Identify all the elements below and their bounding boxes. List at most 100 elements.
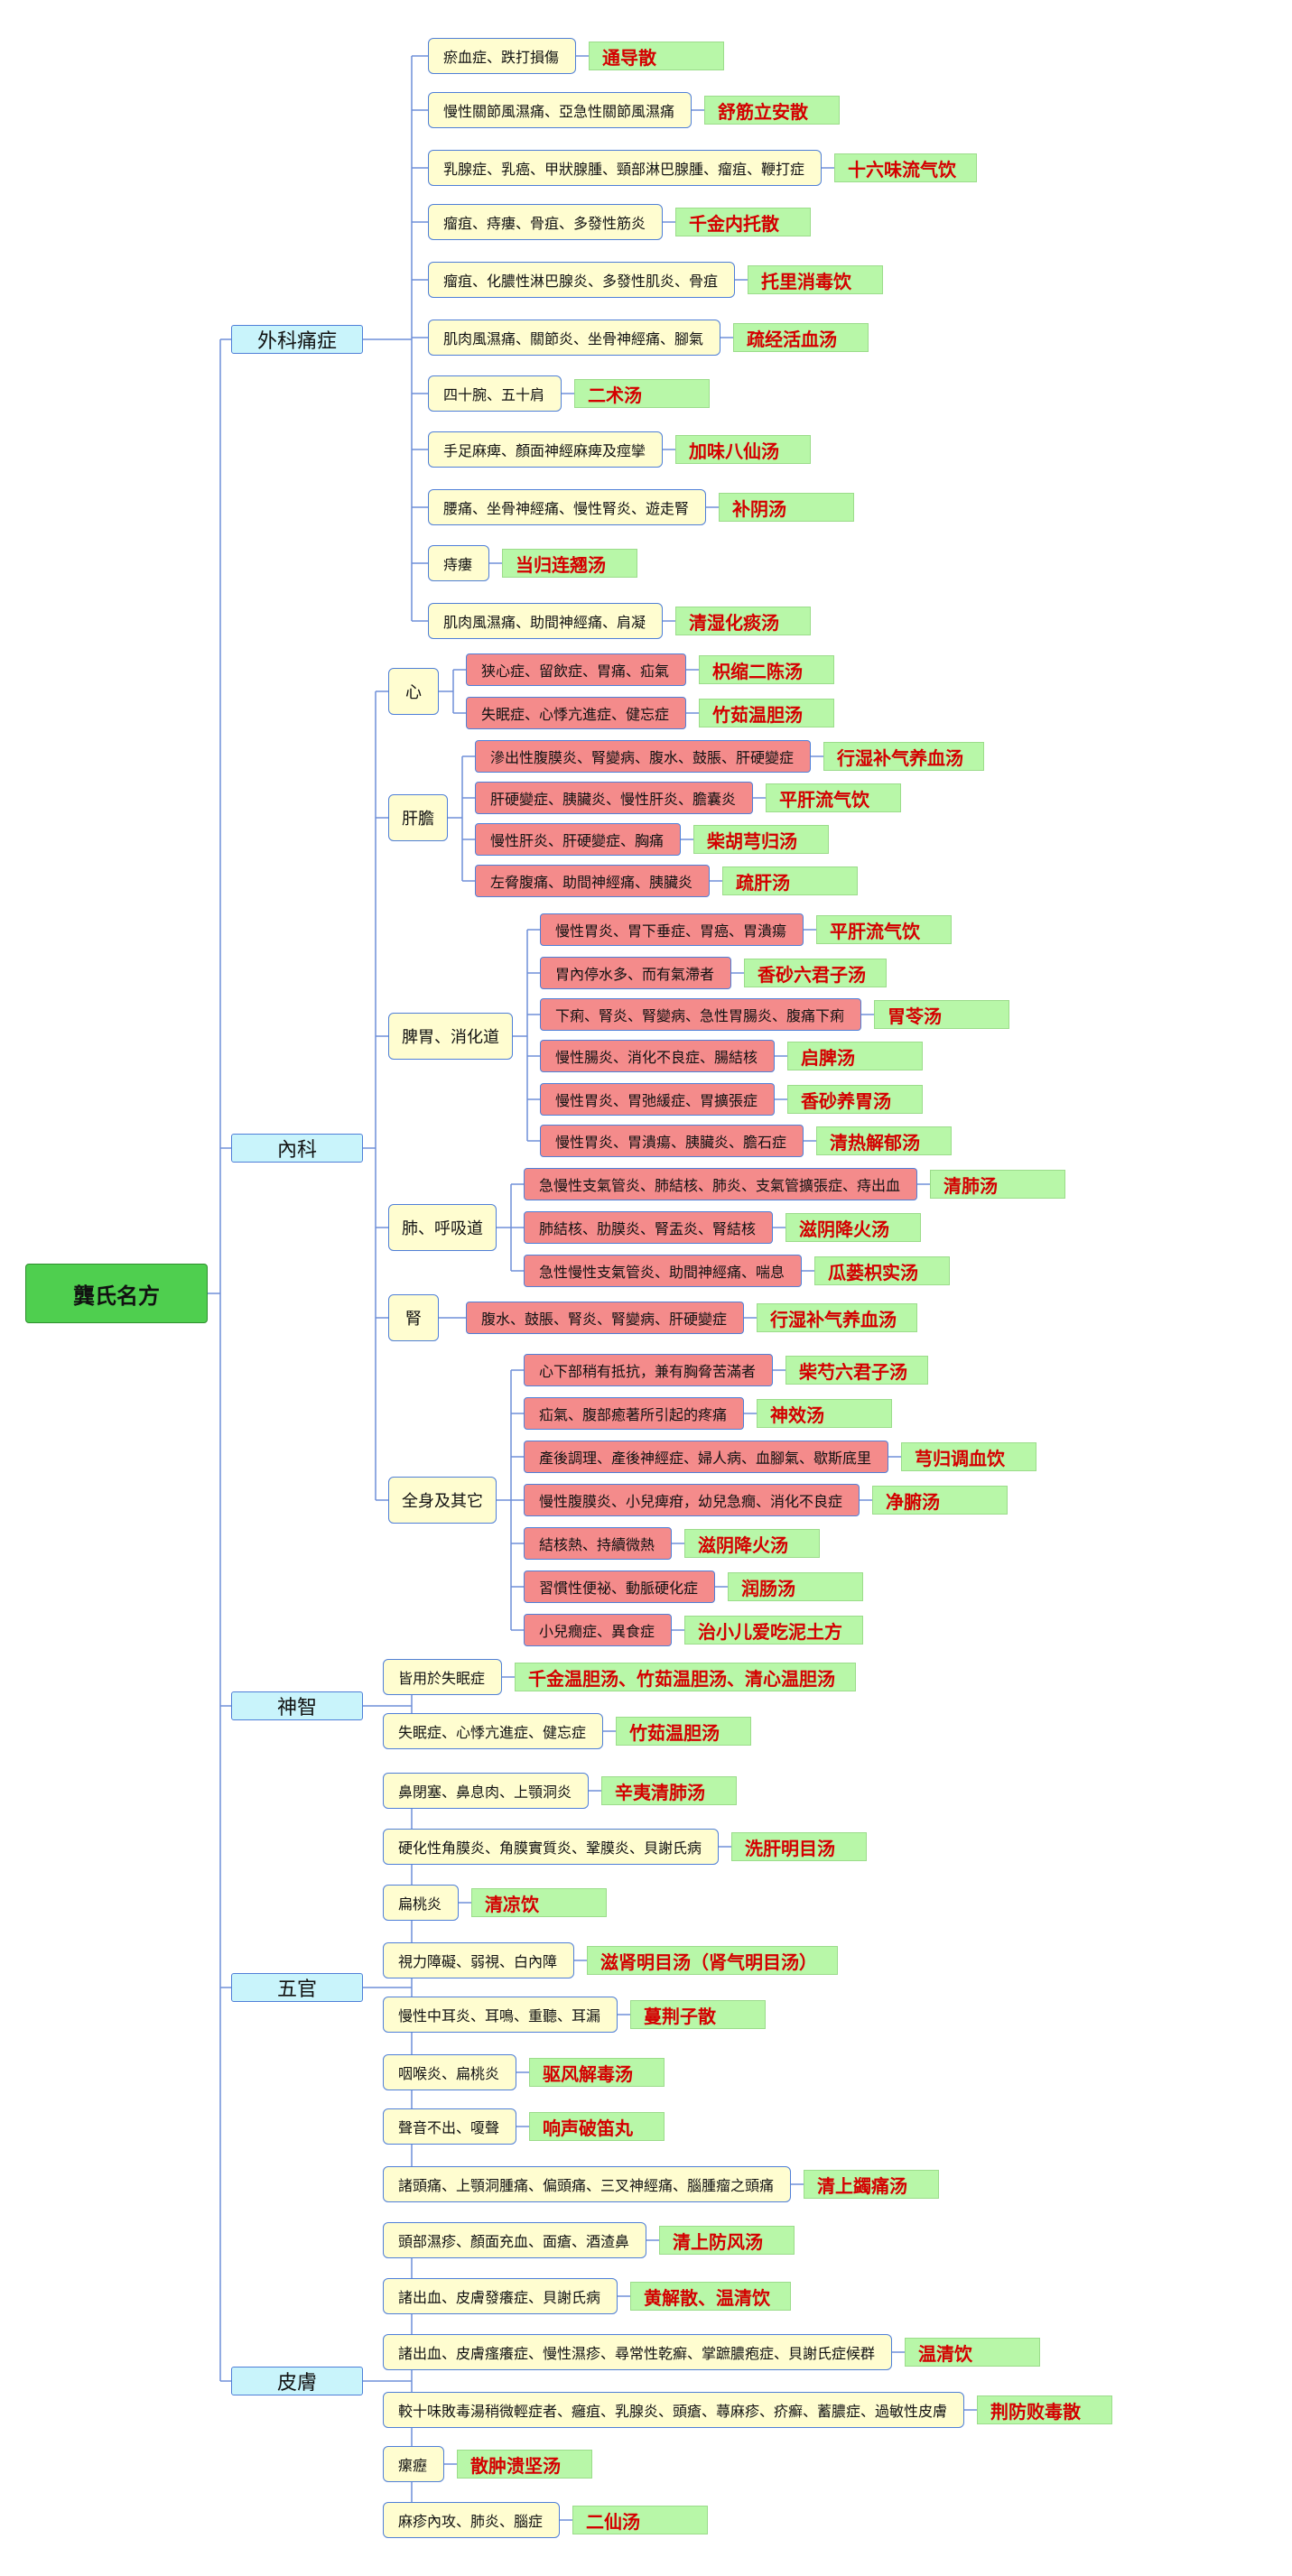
- symptom-node: 產後調理、產後神經症、婦人病、血腳氣、歇斯底里: [524, 1441, 888, 1473]
- remedy-node: 补阴汤: [719, 493, 854, 522]
- remedy-node: 滋阴降火汤: [785, 1213, 921, 1242]
- symptom-node: 心下部稍有抵抗，兼有胸脅苦滿者: [524, 1354, 773, 1386]
- symptom-node: 胃內停水多、而有氣滯者: [540, 957, 731, 989]
- remedy-node: 滋肾明目汤（肾气明目汤）: [587, 1946, 838, 1975]
- symptom-node: 狭心症、留飲症、胃痛、疝氣: [466, 653, 686, 686]
- remedy-node: 香砂养胃汤: [787, 1085, 923, 1114]
- remedy-node: 托里消毒饮: [748, 265, 883, 294]
- category-node: 皮膚: [231, 2367, 363, 2395]
- remedy-node: 竹茹温胆汤: [616, 1717, 751, 1746]
- symptom-node: 結核熱、持續微熱: [524, 1527, 672, 1560]
- symptom-node: 聲音不出、嗄聲: [383, 2108, 516, 2145]
- remedy-node: 十六味流气饮: [834, 153, 977, 182]
- subgroup-node: 脾胃、消化道: [388, 1013, 513, 1060]
- symptom-node: 腰痛、坐骨神經痛、慢性腎炎、遊走腎: [428, 489, 706, 525]
- symptom-node: 諸頭痛、上顎洞腫痛、偏頭痛、三叉神經痛、腦腫瘤之頭痛: [383, 2166, 791, 2202]
- remedy-node: 疏经活血汤: [733, 323, 869, 352]
- symptom-node: 慢性中耳炎、耳鳴、重聽、耳漏: [383, 1997, 618, 2033]
- symptom-node: 慢性肝炎、肝硬變症、胸痛: [475, 823, 681, 856]
- symptom-node: 視力障礙、弱視、白內障: [383, 1942, 574, 1978]
- remedy-node: 通导散: [589, 42, 724, 70]
- remedy-node: 净腑汤: [872, 1486, 1008, 1515]
- symptom-node: 痔瘻: [428, 545, 489, 581]
- symptom-node: 硬化性角膜炎、角膜實質炎、鞏膜炎、貝謝氏病: [383, 1829, 719, 1865]
- symptom-node: 瘀血症、跌打損傷: [428, 38, 576, 74]
- remedy-node: 平肝流气饮: [816, 915, 952, 944]
- symptom-node: 瘤疽、化膿性淋巴腺炎、多發性肌炎、骨疽: [428, 262, 735, 298]
- remedy-node: 千金内托散: [675, 208, 811, 236]
- symptom-node: 慢性胃炎、胃潰瘍、胰臟炎、膽石症: [540, 1125, 804, 1157]
- symptom-node: 慢性腸炎、消化不良症、腸結核: [540, 1040, 775, 1072]
- symptom-node: 鼻閉塞、鼻息肉、上顎洞炎: [383, 1773, 589, 1809]
- symptom-node: 慢性胃炎、胃弛緩症、胃擴張症: [540, 1083, 775, 1116]
- symptom-node: 乳腺症、乳癌、甲狀腺腫、頸部淋巴腺腫、瘤疽、鞭打症: [428, 150, 822, 186]
- symptom-node: 慢性胃炎、胃下垂症、胃癌、胃潰瘍: [540, 913, 804, 946]
- remedy-node: 清上防风汤: [659, 2226, 795, 2255]
- remedy-node: 黄解散、温清饮: [630, 2282, 791, 2311]
- symptom-node: 手足麻痺、顏面神經麻痺及痙攣: [428, 431, 663, 468]
- symptom-node: 滲出性腹膜炎、腎變病、腹水、鼓脹、肝硬變症: [475, 740, 811, 773]
- symptom-node: 扁桃炎: [383, 1885, 459, 1921]
- remedy-node: 散肿溃坚汤: [457, 2450, 592, 2479]
- symptom-node: 瘰癧: [383, 2446, 444, 2482]
- subgroup-node: 心: [388, 668, 439, 715]
- symptom-node: 較十味敗毒湯稍微輕症者、癰疽、乳腺炎、頭瘡、蕁麻疹、疥癬、蓄膿症、過敏性皮膚: [383, 2392, 964, 2428]
- symptom-node: 下痢、腎炎、腎變病、急性胃腸炎、腹痛下痢: [540, 998, 861, 1031]
- remedy-node: 治小儿爱吃泥土方: [684, 1616, 863, 1645]
- category-node: 內科: [231, 1134, 363, 1163]
- remedy-node: 当归连翘汤: [502, 549, 637, 578]
- subgroup-node: 腎: [388, 1294, 439, 1341]
- symptom-node: 疝氣、腹部癒著所引起的疼痛: [524, 1397, 744, 1430]
- symptom-node: 失眠症、心悸亢進症、健忘症: [383, 1713, 603, 1749]
- category-node: 五官: [231, 1973, 363, 2002]
- symptom-node: 皆用於失眠症: [383, 1659, 502, 1695]
- remedy-node: 启脾汤: [787, 1042, 923, 1070]
- remedy-node: 驱风解毒汤: [529, 2058, 665, 2087]
- symptom-node: 諸出血、皮膚瘙癢症、慢性濕疹、尋常性乾癬、掌蹠膿疱症、貝謝氏症候群: [383, 2334, 892, 2370]
- category-node: 神智: [231, 1691, 363, 1720]
- symptom-node: 肝硬變症、胰臟炎、慢性肝炎、膽囊炎: [475, 782, 753, 814]
- symptom-node: 諸出血、皮膚發癢症、貝謝氏病: [383, 2278, 618, 2314]
- remedy-node: 平肝流气饮: [766, 783, 901, 812]
- subgroup-node: 肝膽: [388, 794, 448, 841]
- remedy-node: 清热解郁汤: [816, 1126, 952, 1155]
- remedy-node: 胃苓汤: [874, 1000, 1009, 1029]
- remedy-node: 滋阴降火汤: [684, 1529, 820, 1558]
- remedy-node: 二术汤: [574, 379, 710, 408]
- remedy-node: 二仙汤: [572, 2506, 708, 2534]
- symptom-node: 麻疹內攻、肺炎、腦症: [383, 2502, 560, 2538]
- remedy-node: 响声破笛丸: [529, 2112, 665, 2141]
- remedy-node: 竹茹温胆汤: [699, 699, 834, 727]
- symptom-node: 肌肉風濕痛、助間神經痛、肩凝: [428, 603, 663, 639]
- remedy-node: 清上蠲痛汤: [804, 2170, 939, 2199]
- remedy-node: 蔓荆子散: [630, 2000, 766, 2029]
- symptom-node: 急性慢性支氣管炎、助間神經痛、喘息: [524, 1255, 802, 1287]
- remedy-node: 温清饮: [905, 2338, 1040, 2367]
- remedy-node: 柴胡芎归汤: [693, 825, 829, 854]
- remedy-node: 瓜蒌枳实汤: [814, 1256, 950, 1285]
- symptom-node: 失眠症、心悸亢進症、健忘症: [466, 697, 686, 729]
- remedy-node: 清凉饮: [471, 1888, 607, 1917]
- symptom-node: 急慢性支氣管炎、肺結核、肺炎、支氣管擴張症、痔出血: [524, 1168, 917, 1200]
- symptom-node: 習慣性便祕、動脈硬化症: [524, 1571, 715, 1603]
- symptom-node: 肌肉風濕痛、關節炎、坐骨神經痛、腳氣: [428, 320, 720, 356]
- remedy-node: 神效汤: [757, 1399, 892, 1428]
- subgroup-node: 肺、呼吸道: [388, 1204, 497, 1251]
- symptom-node: 慢性腹膜炎、小兒痺疳，幼兒急癇、消化不良症: [524, 1484, 860, 1516]
- symptom-node: 慢性關節風濕痛、亞急性關節風濕痛: [428, 92, 692, 128]
- remedy-node: 加味八仙汤: [675, 435, 811, 464]
- remedy-node: 舒筋立安散: [704, 96, 840, 125]
- remedy-node: 芎归调血饮: [901, 1442, 1036, 1471]
- symptom-node: 咽喉炎、扁桃炎: [383, 2054, 516, 2090]
- remedy-node: 柴芍六君子汤: [785, 1356, 928, 1385]
- remedy-node: 清肺汤: [930, 1170, 1065, 1199]
- category-node: 外科痛症: [231, 325, 363, 354]
- remedy-node: 清湿化痰汤: [675, 607, 811, 635]
- remedy-node: 辛夷清肺汤: [601, 1776, 737, 1805]
- remedy-node: 润肠汤: [728, 1572, 863, 1601]
- symptom-node: 四十腕、五十肩: [428, 375, 562, 412]
- symptom-node: 肺結核、肋膜炎、腎盂炎、腎結核: [524, 1211, 773, 1244]
- subgroup-node: 全身及其它: [388, 1477, 497, 1524]
- remedy-node: 香砂六君子汤: [744, 959, 887, 987]
